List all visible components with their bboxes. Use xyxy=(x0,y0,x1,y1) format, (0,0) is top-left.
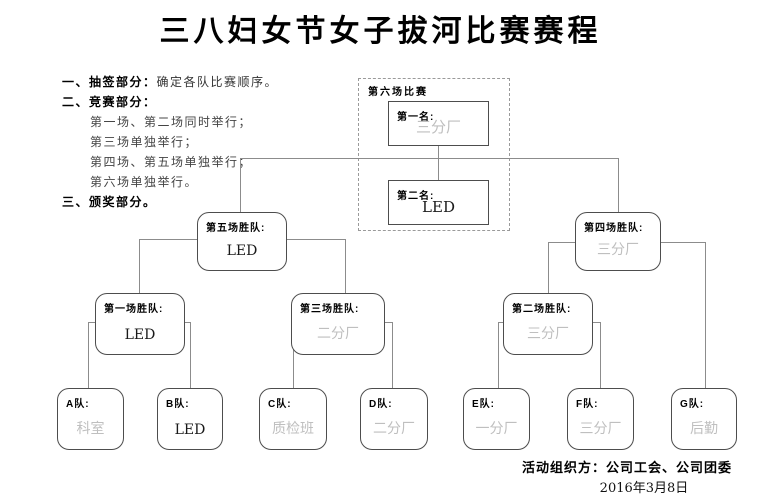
team-b-label: B队: xyxy=(166,399,190,410)
team-e-box: E队: 一分厂 xyxy=(463,388,530,450)
notes-item-1-label: 一、抽签部分： xyxy=(62,75,157,89)
connector-line xyxy=(705,242,706,388)
match5-winner-label: 第五场胜队: xyxy=(206,223,266,234)
team-g-label: G队: xyxy=(680,399,705,410)
match2-winner-value: 三分厂 xyxy=(527,326,569,342)
match5-winner-box: 第五场胜队: LED xyxy=(197,212,287,271)
team-f-box: F队: 三分厂 xyxy=(567,388,634,450)
notes-sub-line: 第六场单独举行。 xyxy=(90,175,199,189)
match2-winner-label: 第二场胜队: xyxy=(512,304,572,315)
connector-line xyxy=(392,322,393,388)
final-match-group xyxy=(358,78,510,231)
organizer-label: 活动组织方： xyxy=(522,460,607,475)
team-g-box: G队: 后勤 xyxy=(671,388,737,450)
organizer-value: 公司工会、公司团委 xyxy=(606,460,733,475)
connector-line xyxy=(240,158,241,212)
notes-item-3: 三、颁奖部分。 xyxy=(62,192,278,212)
team-c-label: C队: xyxy=(268,399,292,410)
connector-line xyxy=(498,322,499,388)
notes-sub-line: 第四场、第五场单独举行； xyxy=(90,155,253,169)
second-place-label: 第二名: xyxy=(397,191,435,202)
first-place-label: 第一名: xyxy=(397,112,435,123)
notes-sub-line: 第一场、第二场同时举行； xyxy=(90,115,253,129)
team-a-box: A队: 科室 xyxy=(57,388,124,450)
page-title: 三八妇女节女子拔河比赛赛程 xyxy=(159,14,602,49)
team-a-value: 科室 xyxy=(76,421,105,437)
second-place-box: 第二名: LED xyxy=(388,180,489,225)
connector-line xyxy=(600,322,601,388)
match5-winner-value: LED xyxy=(226,243,258,259)
notes-item-2: 二、竞赛部分： xyxy=(62,92,278,112)
match1-winner-value: LED xyxy=(124,327,156,343)
first-place-box: 第一名: 三分厂 xyxy=(388,101,489,146)
match3-winner-label: 第三场胜队: xyxy=(300,304,360,315)
match1-winner-box: 第一场胜队: LED xyxy=(95,293,185,355)
match4-winner-box: 第四场胜队: 三分厂 xyxy=(575,212,661,271)
team-c-value: 质检班 xyxy=(272,421,314,437)
team-a-label: A队: xyxy=(66,399,90,410)
notes-item-1-text: 确定各队比赛顺序。 xyxy=(156,75,279,89)
connector-line xyxy=(139,239,140,293)
notes-sub-line: 第三场单独举行； xyxy=(90,135,199,149)
match2-winner-box: 第二场胜队: 三分厂 xyxy=(503,293,593,355)
team-d-value: 二分厂 xyxy=(373,421,415,437)
connector-line xyxy=(345,239,346,293)
team-b-value: LED xyxy=(174,422,206,438)
second-place-value: LED xyxy=(422,198,455,216)
match4-winner-value: 三分厂 xyxy=(597,242,639,258)
notes-item-2-label: 二、竞赛部分： xyxy=(62,95,157,109)
match3-winner-value: 二分厂 xyxy=(317,326,359,342)
connector-line xyxy=(240,158,618,159)
team-e-value: 一分厂 xyxy=(475,421,518,437)
team-g-value: 后勤 xyxy=(690,421,718,437)
first-place-value: 三分厂 xyxy=(415,118,461,136)
connector-line xyxy=(438,146,439,180)
connector-line xyxy=(548,242,549,293)
team-d-box: D队: 二分厂 xyxy=(360,388,428,450)
date-text: 2016年3月8日 xyxy=(599,481,689,496)
match4-winner-label: 第四场胜队: xyxy=(584,223,644,234)
connector-line xyxy=(618,158,619,212)
final-match-label: 第六场比赛 xyxy=(368,87,428,98)
team-c-box: C队: 质检班 xyxy=(259,388,327,450)
notes-item-3-label: 三、颁奖部分。 xyxy=(62,195,157,209)
connector-line xyxy=(293,322,294,388)
match1-winner-label: 第一场胜队: xyxy=(104,304,164,315)
team-f-label: F队: xyxy=(576,399,599,410)
connector-line xyxy=(190,322,191,388)
notes-item-1: 一、抽签部分：确定各队比赛顺序。 xyxy=(62,72,278,92)
connector-line xyxy=(88,322,89,388)
team-e-label: E队: xyxy=(472,399,495,410)
organizer-text: 活动组织方：公司工会、公司团委 xyxy=(522,457,732,476)
match3-winner-box: 第三场胜队: 二分厂 xyxy=(291,293,385,355)
team-f-value: 三分厂 xyxy=(579,421,622,437)
team-b-box: B队: LED xyxy=(157,388,223,450)
notes-block: 一、抽签部分：确定各队比赛顺序。 二、竞赛部分： 第一场、第二场同时举行； 第三… xyxy=(62,72,278,212)
team-d-label: D队: xyxy=(369,399,393,410)
